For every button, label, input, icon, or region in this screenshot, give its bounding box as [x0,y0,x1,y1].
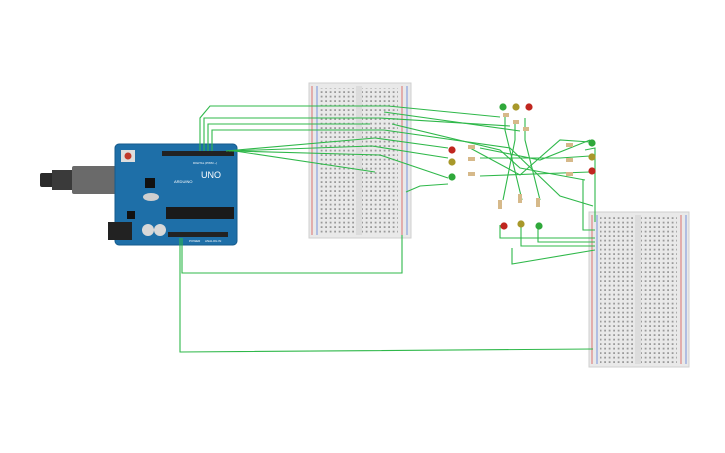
wire [371,145,449,159]
breadboard-holes [641,217,677,363]
wire [480,155,591,159]
led-group-top [499,103,533,131]
led-green [588,139,596,147]
resistor [498,200,502,209]
microcontroller-chip [166,207,234,219]
wire [582,180,595,231]
breadboard-holes [320,88,356,234]
wire [228,145,373,152]
capacitor [154,224,166,236]
capacitor [142,224,154,236]
resistor [566,158,573,162]
led-red [525,103,533,111]
led-yellow [517,220,525,228]
led-yellow [448,158,456,166]
wire [231,150,381,156]
analog-header-label: ANALOG IN [205,239,221,243]
resistor [503,113,509,117]
wire [207,123,370,151]
wire [203,117,380,151]
wire [225,137,376,152]
wire [584,147,596,222]
board-model-label: UNO [201,170,221,180]
digital-header-label: DIGITAL (PWM ~) [193,161,217,165]
wire [391,123,586,181]
reset-button-cap[interactable] [124,152,132,160]
wire [469,139,591,176]
resistor [566,143,573,147]
led-group-bottom [498,194,543,230]
led-yellow [512,103,520,111]
wire-gnd [181,235,403,274]
led-red [500,222,508,230]
wire [374,137,449,149]
wire [524,118,541,201]
digital-header [162,151,234,156]
breadboard-holes [600,217,635,363]
led-green [499,103,507,111]
led-red [448,146,456,154]
arduino-board [114,143,238,246]
crystal [143,193,159,201]
wire [234,150,376,173]
breadboard-channel [635,215,641,364]
wires [179,105,596,353]
wire [499,225,595,239]
breadboard-1 [308,82,412,239]
power-jack [108,222,132,240]
breadboard-2 [588,211,690,368]
regulator-chip [145,178,155,188]
arduino-uno: UNO ARDUINO DIGITAL (PWM ~) POWER ANALOG… [40,143,238,246]
resistor [468,157,475,161]
resistor [513,120,519,124]
resistor [468,172,475,176]
wire [379,154,449,179]
wire [479,139,591,161]
wire [537,225,595,243]
wire [405,183,449,193]
led-green [448,173,456,181]
board-brand-label: ARDUINO [174,179,192,184]
breadboard-channel [356,86,362,235]
wire [383,111,521,132]
wire-long [179,238,594,353]
led-group-middle [448,145,475,181]
wire [383,129,594,207]
led-green [535,222,543,230]
wire [199,105,388,151]
wire [387,105,501,118]
resistor [566,172,573,176]
power-header-label: POWER [189,239,201,243]
resistor [536,198,540,207]
analog-header [168,232,228,237]
resistor [468,145,475,149]
wire [520,225,595,247]
wire [504,115,523,201]
resistor [523,127,529,131]
wire [379,117,511,127]
wire [502,120,516,201]
small-chip [127,211,135,219]
breadboard-holes [362,88,398,234]
wire [511,248,596,265]
wire [211,129,384,151]
usb-cable-plug [40,173,54,187]
resistor [518,194,522,203]
usb-cable [52,170,74,190]
led-yellow [588,153,596,161]
led-group-right [566,139,596,176]
led-red [588,167,596,175]
